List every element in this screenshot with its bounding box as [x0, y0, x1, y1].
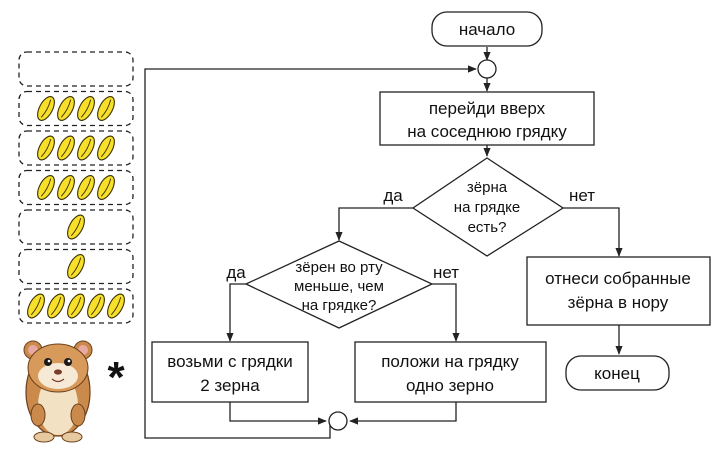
put-one-node: положи на грядку одно зерно	[354, 341, 547, 403]
decision-grains-line-2: на грядке	[454, 199, 520, 216]
carry-home-line-1: отнеси собранные	[545, 269, 691, 288]
no-label-top: нет	[569, 186, 595, 205]
grain-icon	[37, 96, 55, 121]
decision-mouth-line-1: зёрен во рту	[295, 259, 383, 276]
grain-icon	[27, 293, 45, 319]
step-up-line-1: перейди вверх	[429, 99, 546, 118]
put-one-line-1: положи на грядку	[381, 352, 519, 371]
grain-icon	[67, 293, 85, 319]
grain-icon	[57, 135, 75, 161]
grain-icon	[77, 135, 95, 161]
take-two-line-1: возьми с грядки	[167, 352, 292, 371]
grain-icon	[97, 135, 115, 161]
take-two-line-2: 2 зерна	[200, 376, 260, 395]
carry-home-line-2: зёрна в нору	[568, 293, 669, 312]
grain-icon	[57, 175, 75, 200]
put-one-line-2: одно зерно	[406, 376, 494, 395]
garden-bed	[18, 130, 134, 166]
start-label: начало	[459, 20, 515, 39]
grain-icon	[77, 175, 95, 200]
grain-icon	[67, 254, 85, 279]
grain-icon	[47, 293, 65, 319]
star-marker: *	[107, 353, 125, 402]
decision-grains-line-1: зёрна	[467, 179, 508, 196]
garden-bed	[18, 248, 134, 285]
grain-icon	[57, 96, 75, 121]
decision-grains-line-3: есть?	[468, 219, 507, 236]
step-up-node: перейди вверх на соседнюю грядку	[379, 91, 595, 146]
garden-bed	[18, 51, 134, 87]
garden-bed	[18, 209, 134, 245]
hamster-icon	[23, 340, 93, 443]
decision-grains-node: зёрна на грядке есть?	[411, 157, 565, 257]
grain-icon	[37, 175, 55, 200]
take-two-node: возьми с грядки 2 зерна	[151, 341, 309, 403]
grain-icon	[97, 96, 115, 121]
grain-icon	[107, 293, 125, 319]
end-node: конец	[565, 355, 670, 391]
carry-home-node: отнеси собранные зёрна в нору	[526, 256, 711, 326]
grain-icon	[77, 96, 95, 121]
bottom-junction	[328, 411, 348, 431]
decision-mouth-line-3: на грядке?	[302, 297, 377, 314]
garden-bed	[18, 169, 134, 206]
garden-bed	[18, 288, 134, 324]
connectors	[144, 47, 623, 439]
decision-mouth-node: зёрен во рту меньше, чем на грядке?	[244, 240, 434, 329]
decision-mouth-line-2: меньше, чем	[294, 278, 384, 295]
grain-icon	[37, 135, 55, 161]
grain-icon	[87, 293, 105, 319]
yes-label-top: да	[383, 186, 403, 205]
step-up-line-2: на соседнюю грядку	[407, 122, 567, 141]
grain-icon	[67, 214, 85, 240]
end-label: конец	[594, 364, 640, 383]
start-node: начало	[431, 11, 543, 47]
garden-beds	[18, 51, 134, 324]
garden-bed	[18, 90, 134, 127]
grain-icon	[97, 175, 115, 200]
no-label-mouth: нет	[433, 263, 459, 282]
yes-label-mouth: да	[226, 263, 246, 282]
top-junction	[477, 59, 497, 79]
